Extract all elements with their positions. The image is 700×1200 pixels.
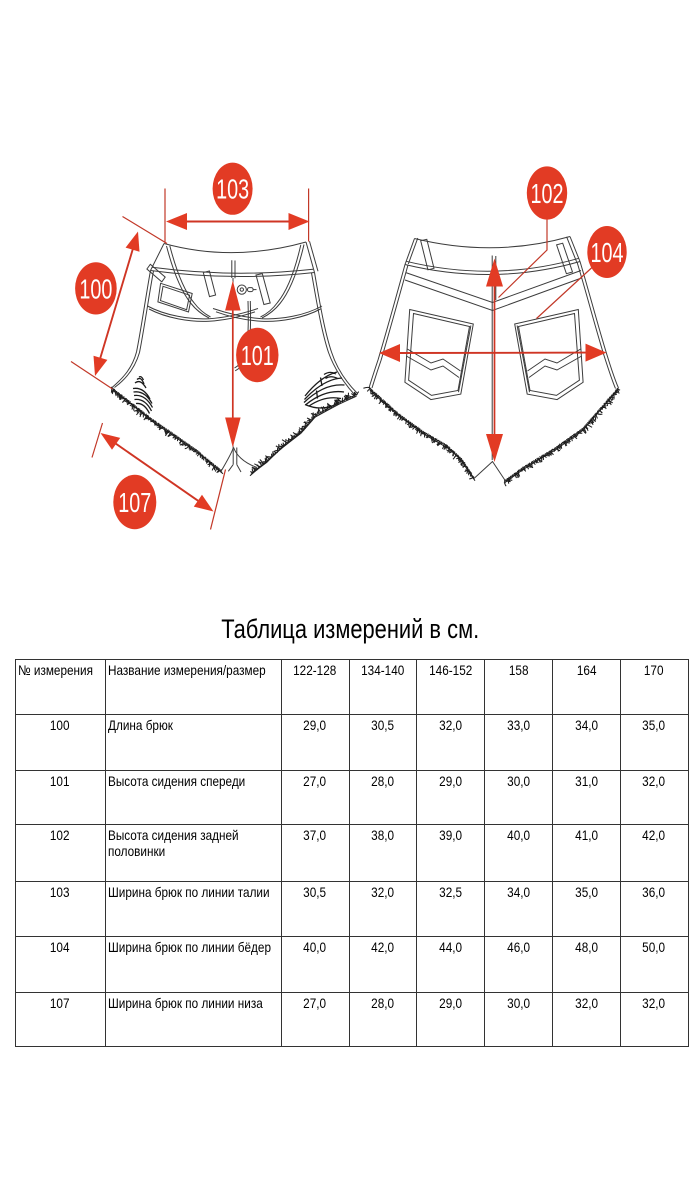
svg-text:103: 103 (216, 174, 249, 205)
svg-text:102: 102 (531, 178, 564, 209)
svg-text:104: 104 (591, 237, 624, 268)
svg-text:101: 101 (241, 340, 274, 371)
svg-text:107: 107 (118, 487, 151, 518)
svg-text:100: 100 (79, 273, 112, 304)
